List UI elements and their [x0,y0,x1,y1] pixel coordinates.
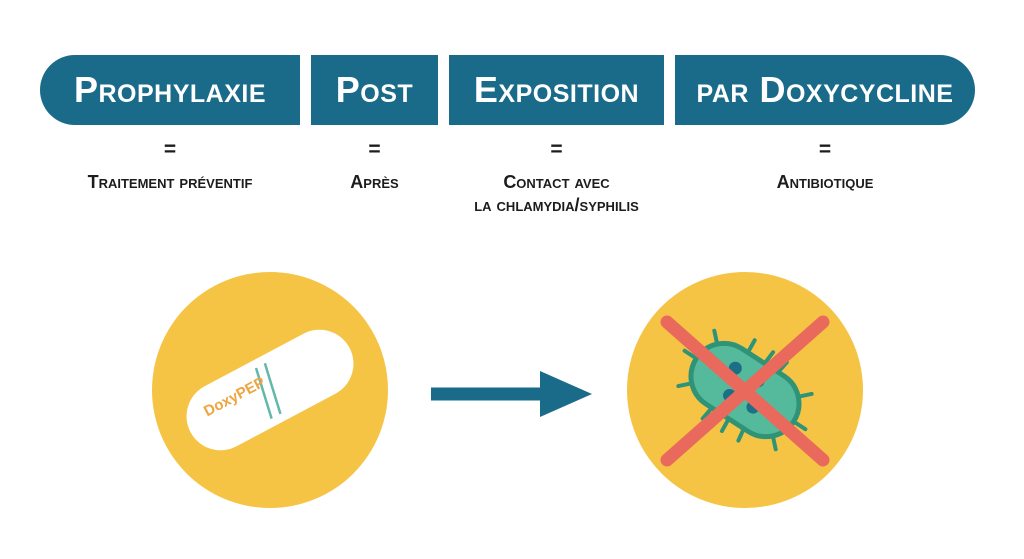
definition-doxycycline: Antibiotique [777,171,874,194]
definition-line: Contact avec [503,172,610,192]
title-bar: Prophylaxie = Traitement préventif Post … [40,55,975,216]
pill-capsule [186,329,354,451]
definition-line: la chlamydia/syphilis [474,194,639,215]
definition-exposition: Contact avec la chlamydia/syphilis [474,171,639,216]
pill-group: DoxyPEP [186,329,354,451]
definition-post: Après [350,171,398,194]
title-label-post: Post [335,69,414,110]
column-prophylaxie: Prophylaxie = Traitement préventif [40,55,300,216]
definition-line: Antibiotique [776,172,874,192]
equals-sign: = [368,138,381,161]
definition-line: Traitement préventif [87,172,253,192]
pill-score-line [254,367,273,419]
title-label-exposition: Exposition [473,69,640,110]
equals-sign: = [550,138,563,161]
pill-score-line [263,362,282,415]
column-post: Post = Après [311,55,438,216]
arrow-icon [431,371,592,417]
title-label-prophylaxie: Prophylaxie [73,69,267,110]
column-doxycycline: par Doxycycline = Antibiotique [675,55,975,216]
definition-prophylaxie: Traitement préventif [88,171,253,194]
doxypep-pill-illustration: DoxyPEP [152,272,388,508]
equals-sign: = [163,138,177,161]
title-segment-doxycycline: par Doxycycline [675,55,975,125]
no-bacteria-illustration [627,272,863,508]
cross-out-line [660,315,830,467]
title-label-doxycycline: par Doxycycline [696,69,954,110]
title-segment-exposition: Exposition [449,55,664,125]
equals-sign: = [818,138,832,161]
title-segment-prophylaxie: Prophylaxie [40,55,300,125]
definition-line: Après [350,172,399,192]
arrow-head [540,371,592,417]
title-segment-post: Post [311,55,438,125]
column-exposition: Exposition = Contact avec la chlamydia/s… [449,55,664,216]
